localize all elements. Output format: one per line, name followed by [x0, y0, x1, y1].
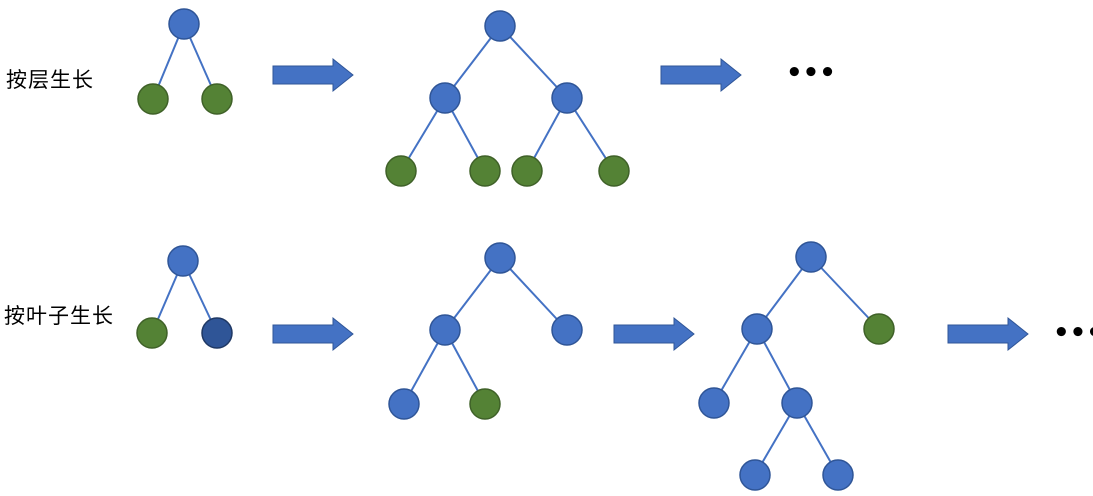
leaf-wise-tree-2-node-0 [484, 242, 516, 274]
level-wise-tree-1-leaf-node-2 [201, 83, 233, 115]
level-wise-tree-1-node-0 [168, 8, 200, 40]
leaf-wise-tree-3-node-1 [741, 313, 773, 345]
leaf-wise-arrow-1-icon [272, 316, 354, 352]
leaf-wise-tree-3-node-3 [698, 387, 730, 419]
level-wise-tree-2-leaf-node-4 [469, 155, 501, 187]
tree-edges [151, 23, 880, 476]
leaf-wise-tree-2-leaf-node-4 [469, 388, 501, 420]
leaf-wise-arrow-3-icon [947, 316, 1029, 352]
level-wise-tree-2-node-2 [551, 82, 583, 114]
leaf-wise-tree-3-node-0 [795, 241, 827, 273]
level-wise-tree-2-node-1 [429, 82, 461, 114]
leaf-wise-tree-2-node-3 [388, 388, 420, 420]
leaf-wise-arrow-2-icon [613, 316, 695, 352]
step-arrows [272, 57, 1029, 352]
leaf-wise-tree-3-node-6 [822, 459, 854, 491]
level-wise-tree-1-leaf-node-1 [137, 83, 169, 115]
leaf-wise-tree-1-highlighted-node-2 [201, 317, 233, 349]
leaf-wise-tree-1-leaf-node-1 [136, 317, 168, 349]
level-wise-tree-2-leaf-node-5 [511, 155, 543, 187]
leaf-wise-continuation-ellipsis: ••• [1053, 318, 1093, 348]
level-wise-tree-2-node-0 [484, 10, 516, 42]
leaf-wise-tree-2-edge-1 [499, 257, 568, 331]
tree-nodes [136, 8, 895, 491]
leaf-wise-tree-3-node-5 [739, 459, 771, 491]
leaf-wise-tree-2-node-2 [551, 314, 583, 346]
level-wise-arrow-2-icon [660, 57, 742, 93]
leaf-wise-growth-label: 按叶子生长 [4, 304, 114, 328]
leaf-wise-tree-3-edge-1 [810, 256, 880, 330]
level-wise-continuation-ellipsis: ••• [786, 58, 836, 88]
level-wise-tree-2-leaf-node-3 [385, 155, 417, 187]
leaf-wise-tree-3-node-4 [781, 387, 813, 419]
leaf-wise-tree-1-node-0 [167, 245, 199, 277]
leaf-wise-tree-2-node-1 [429, 314, 461, 346]
level-wise-arrow-1-icon [272, 57, 354, 93]
level-wise-tree-2-leaf-node-6 [598, 155, 630, 187]
level-wise-growth-label: 按层生长 [6, 68, 94, 92]
leaf-wise-tree-3-leaf-node-2 [863, 313, 895, 345]
level-wise-tree-2-edge-1 [499, 25, 568, 99]
